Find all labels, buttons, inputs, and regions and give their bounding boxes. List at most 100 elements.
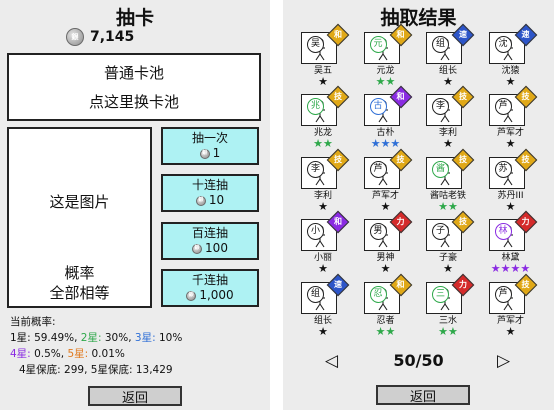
result-card[interactable]: 组速组长★ bbox=[420, 23, 483, 92]
gacha-panel: 抽卡 銀 7,145 普通卡池 点这里换卡池 这是图片 概率 全部相等 抽一次 … bbox=[0, 0, 270, 410]
result-card[interactable]: 李技李利★ bbox=[295, 148, 358, 217]
card-name: 苏丹III bbox=[497, 190, 524, 201]
card-portrait: 小和 bbox=[301, 210, 350, 252]
card-type-label: 技 bbox=[459, 154, 467, 164]
draw-cost-value: 1 bbox=[212, 146, 221, 160]
card-name: 组长 bbox=[438, 66, 457, 76]
draw-cost-value: 100 bbox=[205, 241, 228, 255]
next-page-button[interactable]: ▷ bbox=[497, 351, 511, 371]
draw-cost: 銀 1 bbox=[199, 146, 221, 161]
card-name: 男神 bbox=[376, 253, 395, 264]
card-portrait: 酱技 bbox=[426, 148, 475, 189]
result-card[interactable]: 小和小丽★ bbox=[295, 210, 358, 279]
card-portrait: 男力 bbox=[363, 210, 412, 252]
card-type-label: 技 bbox=[334, 92, 342, 102]
card-portrait: 子技 bbox=[426, 210, 475, 252]
draw-button-label: 千连抽 bbox=[191, 273, 228, 287]
result-card[interactable]: 林力林黛★★★★ bbox=[483, 210, 546, 279]
pool-image: 这是图片 概率 全部相等 bbox=[7, 127, 152, 308]
card-surname-badge: 忍 bbox=[369, 285, 387, 303]
result-card[interactable]: 芦技芦军才★ bbox=[358, 148, 421, 217]
card-portrait: 林力 bbox=[488, 210, 537, 252]
draw-hundred-button[interactable]: 百连抽 銀 100 bbox=[161, 222, 259, 260]
card-star-rating: ★ bbox=[318, 262, 328, 276]
draw-ten-button[interactable]: 十连抽 銀 10 bbox=[161, 174, 259, 212]
result-card[interactable]: 男力男神★ bbox=[358, 210, 421, 279]
result-card[interactable]: 芦技芦军才★ bbox=[483, 273, 546, 342]
card-name: 古朴 bbox=[376, 128, 395, 139]
card-surname-badge: 组 bbox=[307, 285, 324, 303]
result-card[interactable]: 兆技兆龙★★ bbox=[295, 86, 358, 154]
result-card[interactable]: 吴和吴五★ bbox=[295, 23, 358, 92]
result-card[interactable]: 子技子豪★ bbox=[420, 210, 483, 279]
result-title: 抽取结果 bbox=[380, 7, 457, 29]
card-name: 李利 bbox=[313, 190, 332, 201]
pagination: ◁ 50/50 ▷ bbox=[283, 349, 554, 373]
draw-button-label: 百连抽 bbox=[191, 226, 228, 240]
result-card[interactable]: 苏技苏丹III★ bbox=[483, 148, 546, 217]
draw-cost: 銀 1,000 bbox=[186, 288, 234, 303]
card-name: 兆龙 bbox=[313, 128, 332, 139]
card-type-label: 和 bbox=[396, 279, 405, 289]
card-portrait: 沈速 bbox=[488, 23, 537, 64]
result-card[interactable]: 芦技芦军才★ bbox=[483, 86, 546, 154]
card-type-label: 技 bbox=[459, 217, 467, 227]
card-pool-button[interactable]: 普通卡池 点这里换卡池 bbox=[7, 53, 261, 121]
draw-button-label: 抽一次 bbox=[191, 131, 228, 145]
silver-coin-icon: 銀 bbox=[199, 148, 210, 159]
card-star-rating: ★★ bbox=[438, 324, 458, 338]
result-card[interactable]: 忍和忍者★★ bbox=[358, 273, 421, 342]
prob-label-4: 4星: bbox=[10, 348, 31, 360]
result-card[interactable]: 三力三水★★ bbox=[420, 273, 483, 342]
card-type-label: 技 bbox=[334, 154, 342, 164]
card-surname-badge: 李 bbox=[432, 98, 449, 116]
card-star-rating: ★ bbox=[505, 199, 516, 213]
silver-coin-icon: 銀 bbox=[186, 290, 197, 301]
draw-cost: 銀 10 bbox=[195, 193, 224, 208]
card-star-rating: ★ bbox=[443, 75, 453, 88]
card-surname-badge: 吴 bbox=[307, 36, 324, 53]
card-surname-badge: 兆 bbox=[307, 98, 324, 116]
result-card[interactable]: 沈速沈猿★ bbox=[483, 23, 546, 92]
card-name: 吴五 bbox=[313, 66, 332, 76]
card-grid: 吴和吴五★元和元龙★★组速组长★沈速沈猿★兆技兆龙★★古和古朴★★★李技李利★芦… bbox=[295, 23, 546, 342]
result-card[interactable]: 古和古朴★★★ bbox=[358, 86, 421, 154]
card-surname-badge: 芦 bbox=[369, 160, 387, 178]
card-type-label: 技 bbox=[521, 154, 530, 164]
result-card[interactable]: 组速组长★ bbox=[295, 273, 358, 342]
prob-value-3: 10% bbox=[158, 332, 183, 344]
prob-value-1: 59.49% bbox=[34, 332, 75, 344]
card-portrait: 三力 bbox=[426, 273, 475, 314]
card-type-label: 速 bbox=[334, 279, 342, 289]
card-star-rating: ★ bbox=[318, 75, 328, 88]
prev-page-button[interactable]: ◁ bbox=[325, 351, 339, 371]
card-surname-badge: 林 bbox=[494, 223, 512, 241]
card-star-rating: ★ bbox=[318, 324, 328, 338]
card-type-label: 速 bbox=[521, 30, 530, 39]
card-surname-badge: 组 bbox=[432, 36, 449, 53]
prob-label-1: 1星: bbox=[10, 332, 31, 344]
card-portrait: 组速 bbox=[426, 23, 475, 64]
card-type-label: 技 bbox=[396, 154, 405, 164]
draw-once-button[interactable]: 抽一次 銀 1 bbox=[161, 127, 259, 165]
back-button[interactable]: 返回 bbox=[88, 386, 182, 406]
card-name: 沈猿 bbox=[501, 66, 520, 76]
card-name: 芦军才 bbox=[496, 315, 524, 326]
card-star-rating: ★★ bbox=[375, 324, 396, 338]
card-surname-badge: 子 bbox=[432, 223, 449, 241]
result-card[interactable]: 元和元龙★★ bbox=[358, 23, 421, 92]
back-button[interactable]: 返回 bbox=[376, 385, 470, 405]
draw-thousand-button[interactable]: 千连抽 銀 1,000 bbox=[161, 269, 259, 307]
result-card[interactable]: 李技李利★ bbox=[420, 86, 483, 154]
result-card[interactable]: 酱技酱咕老铁★★ bbox=[420, 148, 483, 217]
card-star-rating: ★ bbox=[318, 199, 328, 213]
probability-title: 当前概率: bbox=[10, 316, 56, 328]
card-portrait: 李技 bbox=[426, 86, 475, 127]
card-star-rating: ★ bbox=[380, 199, 391, 213]
card-star-rating: ★ bbox=[505, 137, 516, 151]
card-type-label: 力 bbox=[521, 217, 530, 227]
image-placeholder-label: 这是图片 bbox=[49, 193, 110, 211]
card-surname-badge: 酱 bbox=[432, 160, 449, 178]
pool-switch-hint: 点这里换卡池 bbox=[88, 93, 179, 111]
card-type-label: 力 bbox=[396, 217, 405, 227]
